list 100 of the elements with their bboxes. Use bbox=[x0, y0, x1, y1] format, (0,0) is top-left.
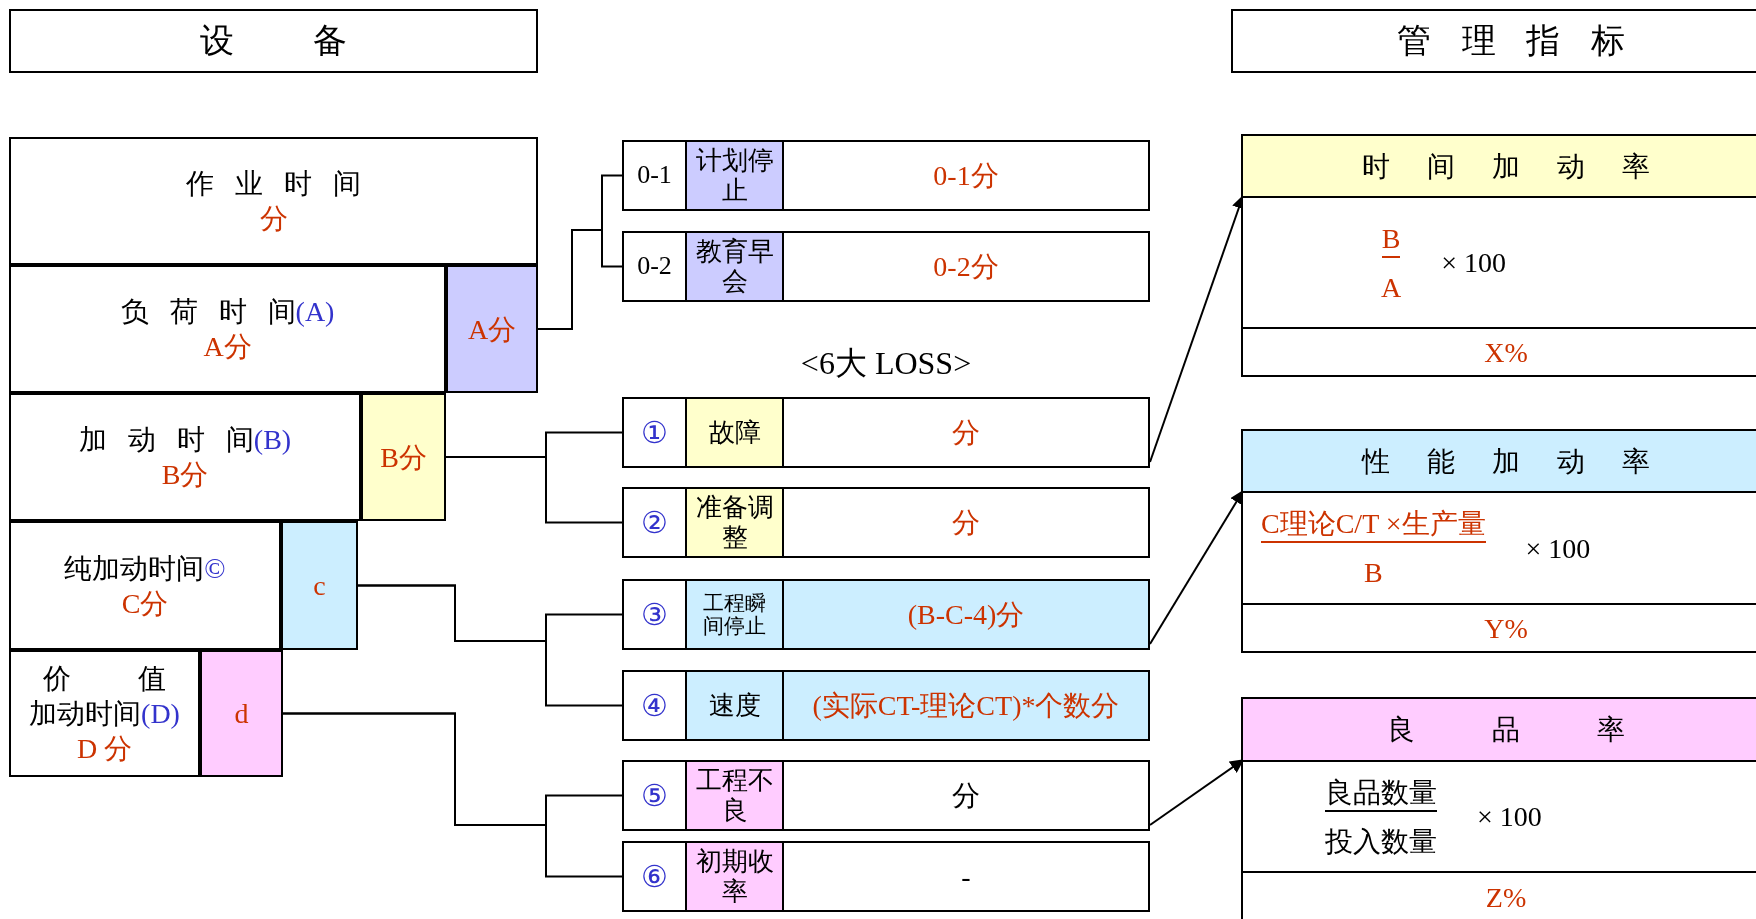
connector-line bbox=[357, 584, 623, 707]
loss-name: 速度 bbox=[708, 690, 761, 721]
loss-name-cell bbox=[685, 231, 784, 302]
cell-text: 纯加动时间 bbox=[64, 552, 205, 584]
cell-text: - bbox=[961, 861, 971, 892]
formula-denominator: A bbox=[1381, 270, 1402, 305]
heading-text: 性 能 加 动 率 bbox=[1362, 445, 1650, 477]
cell-text: 0-2分 bbox=[933, 251, 999, 282]
panel-header bbox=[1241, 429, 1756, 493]
value-cell bbox=[446, 265, 538, 393]
section-label: <6大 LOSS> bbox=[800, 344, 972, 383]
number-cell bbox=[622, 140, 687, 211]
cell-text: 价 值 bbox=[43, 663, 166, 694]
value-cell bbox=[281, 521, 358, 650]
loss-name: 准备调整 bbox=[695, 492, 774, 553]
multiplier-text: × 100 bbox=[1441, 246, 1507, 280]
cell-text: 作 业 时 间 bbox=[186, 168, 361, 199]
number-cell bbox=[622, 487, 687, 558]
loss-name-cell bbox=[685, 397, 784, 468]
cell-text: Z% bbox=[1485, 881, 1527, 913]
cell-text: B分 bbox=[380, 441, 427, 473]
formula-numerator: B bbox=[1381, 220, 1401, 258]
cell-text: A分 bbox=[203, 331, 252, 362]
time-box bbox=[9, 650, 200, 777]
connector-line bbox=[445, 456, 623, 524]
heading-text: 管 理 指 标 bbox=[1397, 21, 1625, 59]
cell-text: (B-C-4)分 bbox=[907, 599, 1025, 630]
multiplier-text: × 100 bbox=[1477, 800, 1542, 834]
panel-header bbox=[1241, 697, 1756, 762]
loss-name-cell bbox=[685, 760, 784, 831]
cell-text: D 分 bbox=[76, 733, 133, 764]
connector-line bbox=[282, 712, 623, 878]
loss-value-cell bbox=[782, 140, 1150, 211]
time-box bbox=[9, 393, 361, 521]
cell-text: c bbox=[313, 570, 326, 601]
header-box bbox=[9, 9, 538, 73]
cell-text: 分 bbox=[259, 203, 288, 234]
cell-text: ④ bbox=[641, 688, 668, 722]
loss-name-cell bbox=[685, 841, 784, 912]
cell-text: ⑥ bbox=[641, 859, 668, 893]
value-cell bbox=[200, 650, 283, 777]
loss-name: 初期收率 bbox=[695, 846, 774, 907]
loss-name: 教育早会 bbox=[695, 236, 774, 297]
cell-text: ③ bbox=[641, 597, 668, 631]
cell-text: ① bbox=[641, 415, 668, 449]
connector-line bbox=[537, 229, 623, 330]
loss-value-cell bbox=[782, 579, 1150, 650]
loss-name: 计划停止 bbox=[695, 145, 774, 206]
cell-text: (D) bbox=[141, 698, 180, 729]
cell-text: 加 动 时 间 bbox=[78, 424, 254, 455]
time-box bbox=[9, 137, 538, 265]
cell-text: 分 bbox=[952, 507, 980, 538]
loss-name: 工程不良 bbox=[695, 765, 774, 826]
formula-numerator: 良品数量 bbox=[1325, 774, 1437, 812]
cell-text: Y% bbox=[1484, 612, 1528, 644]
time-box bbox=[9, 521, 281, 650]
cell-text: 负 荷 时 间 bbox=[120, 296, 296, 327]
cell-text: C分 bbox=[121, 587, 169, 619]
loss-value-cell bbox=[782, 760, 1150, 831]
time-box bbox=[9, 265, 446, 393]
formula-numerator: C理论C/T ×生产量 bbox=[1261, 506, 1486, 543]
loss-value-cell bbox=[782, 670, 1150, 741]
cell-text: (B) bbox=[253, 424, 292, 455]
loss-value-cell bbox=[782, 231, 1150, 302]
number-cell bbox=[622, 231, 687, 302]
result-cell bbox=[1241, 327, 1756, 377]
heading-text: 良 品 率 bbox=[1387, 714, 1625, 745]
formula-denominator: 投入数量 bbox=[1325, 824, 1437, 859]
cell-text: B分 bbox=[161, 459, 209, 490]
cell-text: 加动时间 bbox=[29, 698, 142, 729]
cell-text: 0-2 bbox=[637, 251, 672, 281]
loss-name-cell bbox=[685, 670, 784, 741]
cell-text: ② bbox=[641, 505, 668, 539]
loss-name-cell bbox=[685, 140, 784, 211]
formula-denominator: B bbox=[1363, 556, 1383, 590]
cell-text: X% bbox=[1484, 336, 1528, 368]
loss-name: 故障 bbox=[708, 417, 761, 448]
cell-text: (A) bbox=[295, 296, 335, 327]
cell-text: (实际CT-理论CT)*个数分 bbox=[812, 690, 1120, 721]
heading-text: 时 间 加 动 率 bbox=[1362, 150, 1650, 182]
heading-text: 设 备 bbox=[200, 21, 347, 59]
cell-text: © bbox=[204, 552, 226, 584]
cell-text: d bbox=[234, 698, 249, 729]
number-cell bbox=[622, 397, 687, 468]
value-cell bbox=[361, 393, 446, 521]
cell-text: 0-1分 bbox=[933, 160, 999, 191]
number-cell bbox=[622, 841, 687, 912]
panel-header bbox=[1241, 134, 1756, 198]
number-cell bbox=[622, 670, 687, 741]
loss-name: 工程瞬间停止 bbox=[702, 592, 767, 637]
header-box bbox=[1231, 9, 1756, 73]
loss-value-cell bbox=[782, 841, 1150, 912]
loss-name-cell bbox=[685, 487, 784, 558]
cell-text: 0-1 bbox=[637, 160, 672, 190]
cell-text: 分 bbox=[952, 417, 980, 448]
number-cell bbox=[622, 760, 687, 831]
cell-text: A分 bbox=[467, 313, 517, 345]
loss-value-cell bbox=[782, 397, 1150, 468]
loss-name-cell bbox=[685, 579, 784, 650]
loss-value-cell bbox=[782, 487, 1150, 558]
